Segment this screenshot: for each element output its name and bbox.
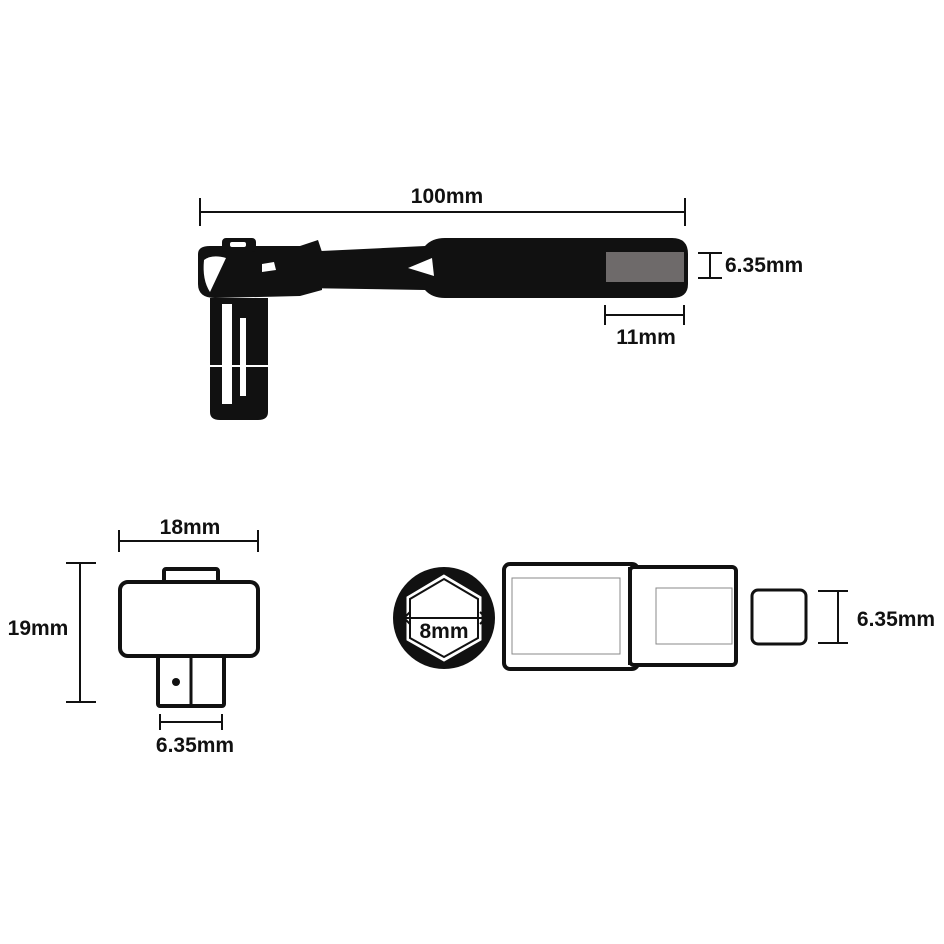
head-height-dimension (66, 562, 96, 703)
ratchet-head (198, 240, 322, 298)
drive-size-dimension (698, 252, 722, 279)
socket-side-large (502, 562, 640, 671)
socket-drive-square (750, 588, 808, 646)
head-drive-label: 6.35mm (156, 734, 234, 757)
switch-highlight (230, 242, 246, 247)
head-width-dimension (118, 530, 259, 552)
head-drive-dimension (159, 714, 223, 730)
socket-highlight (240, 318, 246, 396)
socket-side-small-inner (655, 587, 733, 645)
socket-side-large-inner (511, 577, 621, 655)
socket-side-small (628, 565, 738, 667)
ratchet-handle (300, 238, 688, 298)
length-dimension (199, 198, 686, 226)
head-body (118, 580, 260, 658)
socket-drive-label: 6.35mm (857, 608, 935, 631)
hex-outline (409, 577, 479, 659)
socket-views: 8mm 6.35mm (393, 562, 935, 671)
hex-size-label: 8mm (419, 620, 468, 643)
drive-size-label: 6.35mm (725, 254, 803, 277)
handle-cutout (408, 258, 434, 276)
head-front-view: 18mm 19mm 6.35mm (8, 516, 260, 757)
head-width-label: 18mm (160, 516, 221, 539)
head-highlight (262, 262, 276, 272)
ratchet-side-view: 100mm 6.35mm 11mm (198, 185, 803, 420)
drive-square (606, 252, 684, 282)
length-label: 100mm (411, 185, 483, 208)
drive-depth-label: 11mm (616, 326, 676, 349)
socket-highlight (222, 304, 232, 404)
detent-ball (172, 678, 180, 686)
head-highlight (203, 256, 226, 292)
socket-body (210, 298, 268, 420)
drive-depth-dimension (604, 305, 685, 325)
hex-dimension (402, 611, 488, 625)
head-height-label: 19mm (8, 617, 69, 640)
socket-drive-dimension (818, 590, 848, 644)
